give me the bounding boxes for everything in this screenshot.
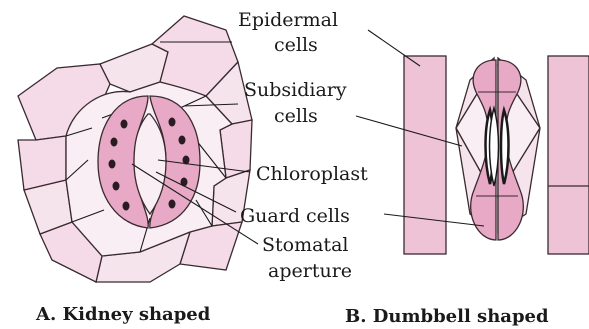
- label-aperture-line1: Stomatal: [262, 234, 348, 256]
- label-subsidiary-line2: cells: [274, 105, 318, 127]
- kidney-stoma: [18, 16, 252, 282]
- label-subsidiary-line1: Subsidiary: [244, 79, 347, 101]
- caption-dumbbell: B. Dumbbell shaped: [345, 306, 549, 327]
- label-chloroplast: Chloroplast: [256, 163, 368, 185]
- label-guard-cells: Guard cells: [240, 205, 350, 227]
- leader-epidermal-b: [368, 30, 420, 66]
- labels: Epidermal cells Subsidiary cells Chlorop…: [238, 9, 368, 282]
- label-aperture-line2: aperture: [268, 260, 352, 282]
- label-epidermal-line2: cells: [274, 34, 318, 56]
- dumbbell-stoma: [404, 56, 589, 254]
- captions: A. Kidney shaped B. Dumbbell shaped: [35, 304, 549, 327]
- caption-kidney: A. Kidney shaped: [35, 304, 211, 325]
- label-epidermal-line1: Epidermal: [238, 9, 338, 31]
